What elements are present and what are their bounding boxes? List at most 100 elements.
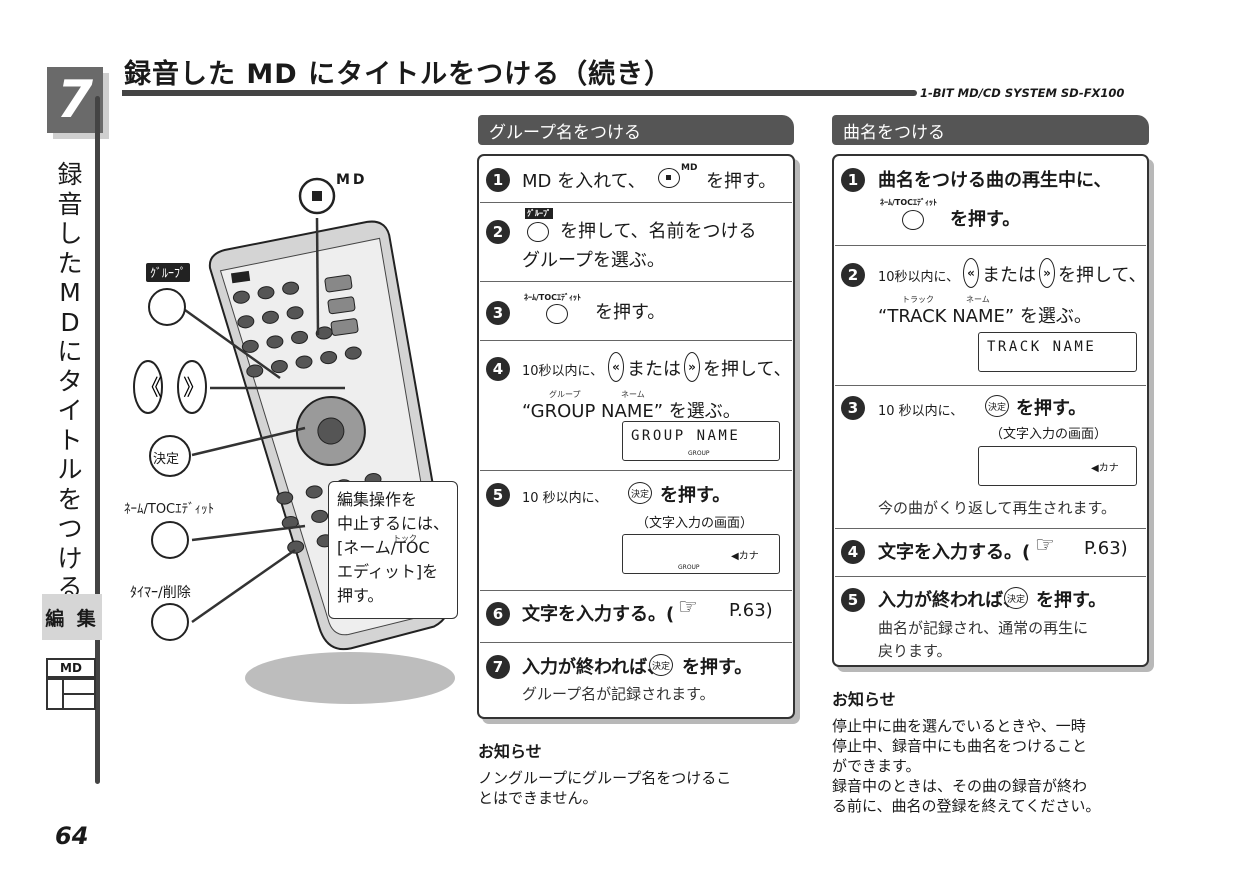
step-text: を押して、名前をつける	[560, 221, 757, 242]
name-key-caption: ﾈｰﾑ/TOCｴﾃﾞｨｯﾄ	[524, 293, 582, 302]
side-title-char: M	[59, 278, 81, 307]
step-subtext: グループ名が記録されます。	[522, 685, 715, 703]
lcd-kana: ◀カナ	[731, 551, 759, 562]
notice-text: ノングループにグループ名をつけるこ とはできません。	[478, 768, 731, 808]
side-title-char: を	[57, 484, 83, 514]
side-title-char: 音	[57, 189, 83, 219]
side-title-char: つ	[57, 514, 83, 543]
step-number: 3	[841, 396, 865, 420]
step-number: 2	[841, 263, 865, 287]
remote-figure: 《 》 MD ｸﾞﾙｰﾌﾟ 決定 ﾈｰﾑ/TOCｴﾃﾞｨｯﾄ ﾀｲﾏｰ/削除	[110, 160, 470, 720]
step-number: 5	[486, 483, 510, 507]
callout-line-5: 押す。	[337, 586, 384, 605]
step-text: “GROUP NAME” を選ぶ。	[522, 401, 741, 422]
side-title-char: た	[57, 248, 83, 278]
svg-text:》: 》	[183, 376, 205, 401]
step-text: “TRACK NAME” を選ぶ。	[878, 306, 1092, 327]
section-header-group-name: グループ名をつける	[478, 115, 794, 145]
lcd-small-text: GROUP	[678, 564, 700, 571]
chapter-number-tab: 7	[47, 67, 103, 133]
reference-hand-icon: ☞	[1035, 533, 1055, 558]
step-text: グループを選ぶ。	[522, 250, 665, 271]
lcd-track-name: TRACK NAME	[978, 332, 1137, 372]
step-text: または	[627, 359, 681, 380]
kettei-button-icon: 決定	[649, 654, 673, 676]
step-text: 曲名をつける曲の再生中に、	[878, 170, 1112, 191]
callout-ruby: トック	[393, 534, 417, 543]
screen-caption: （文字入力の画面）	[990, 427, 1108, 442]
side-title-char: タ	[57, 366, 83, 396]
lcd-text: GROUP NAME	[631, 428, 741, 444]
side-title-char: け	[57, 543, 83, 573]
step-ref: P.63)	[1084, 538, 1128, 559]
group-key-caption: ｸﾞﾙｰﾌﾟ	[525, 208, 553, 219]
step-text: を押す。	[1016, 398, 1087, 419]
step-text: 文字を入力する。(	[522, 604, 675, 625]
side-title-char: し	[57, 219, 83, 248]
notice-line: 停止中に曲を選んでいるときや、一時	[832, 717, 1086, 735]
step-text: を押して、	[703, 359, 792, 380]
next-arrow-icon: »	[684, 352, 700, 382]
name-key-caption: ﾈｰﾑ/TOCｴﾃﾞｨｯﾄ	[880, 198, 938, 207]
step-divider	[480, 281, 792, 282]
step-text: を押す。	[1036, 590, 1107, 611]
step-divider	[480, 590, 792, 591]
step-divider	[480, 202, 792, 203]
step-number: 4	[486, 357, 510, 381]
svg-text:《: 《	[140, 376, 162, 401]
page-number: 64	[55, 822, 89, 850]
side-title-char: に	[57, 337, 83, 366]
next-arrow-icon: »	[1039, 258, 1055, 288]
ruby-group: グループ	[549, 390, 581, 399]
side-title-char: D	[60, 307, 80, 337]
step-text: を押す。	[682, 657, 753, 678]
step-divider	[835, 245, 1146, 246]
notice-line: 停止中、録音中にも曲名をつけること	[832, 737, 1088, 755]
step-text-small: 10 秒以内に、	[878, 404, 964, 419]
lcd-text: TRACK NAME	[987, 339, 1097, 355]
side-title-char: ト	[57, 425, 83, 455]
kettei-key-label: 決定	[153, 452, 180, 467]
callout-line-1: 編集操作を	[337, 490, 418, 509]
ruby-track: トラック	[902, 295, 934, 304]
notice-line: ができます。	[832, 757, 921, 775]
model-name: 1-BIT MD/CD SYSTEM SD-FX100	[920, 86, 1125, 100]
step-text-small: 10 秒以内に、	[522, 491, 608, 506]
callout-line-3: [ネーム/TOC	[337, 538, 430, 557]
step-number: 2	[486, 220, 510, 244]
side-title-char: 録	[57, 160, 83, 189]
md-stop-label: MD	[336, 172, 368, 188]
md-icon-label: MD	[46, 658, 96, 678]
step-divider	[835, 385, 1146, 386]
callout-line-2: 中止するには、	[337, 514, 450, 533]
kettei-button-icon: 決定	[628, 482, 652, 504]
ruby-name: ネーム	[621, 390, 645, 399]
stop-button-icon	[658, 168, 680, 188]
side-rule	[95, 96, 100, 784]
step-subtext: 戻ります。	[878, 642, 952, 660]
step-number: 6	[486, 602, 510, 626]
section-header-track-name: 曲名をつける	[832, 115, 1149, 145]
lcd-char-input: ◀カナ	[978, 446, 1137, 486]
notice-line: とはできません。	[478, 789, 598, 807]
edit-tab: 編 集	[42, 594, 102, 640]
cancel-edit-callout: 編集操作を 中止するには、 [ネーム/TOC エディット]を 押す。	[328, 481, 458, 619]
name-toc-button-icon	[902, 210, 924, 230]
side-title-char: ル	[57, 455, 83, 484]
step-divider	[480, 470, 792, 471]
reference-hand-icon: ☞	[678, 595, 698, 620]
group-button-icon	[527, 222, 549, 242]
notice-line: ノングループにグループ名をつけるこ	[478, 769, 732, 787]
prev-arrow-icon: «	[608, 352, 624, 382]
step-number: 3	[486, 301, 510, 325]
step-text: を押す。	[950, 209, 1021, 230]
step-number: 5	[841, 588, 865, 612]
md-edit-icon: MD	[46, 658, 96, 710]
step-number: 7	[486, 655, 510, 679]
remote-illustration: 《 》	[133, 177, 455, 704]
name-toc-edit-label: ﾈｰﾑ/TOCｴﾃﾞｨｯﾄ	[124, 502, 215, 517]
step-divider	[835, 576, 1146, 577]
step-divider	[480, 642, 792, 643]
step-number: 4	[841, 540, 865, 564]
